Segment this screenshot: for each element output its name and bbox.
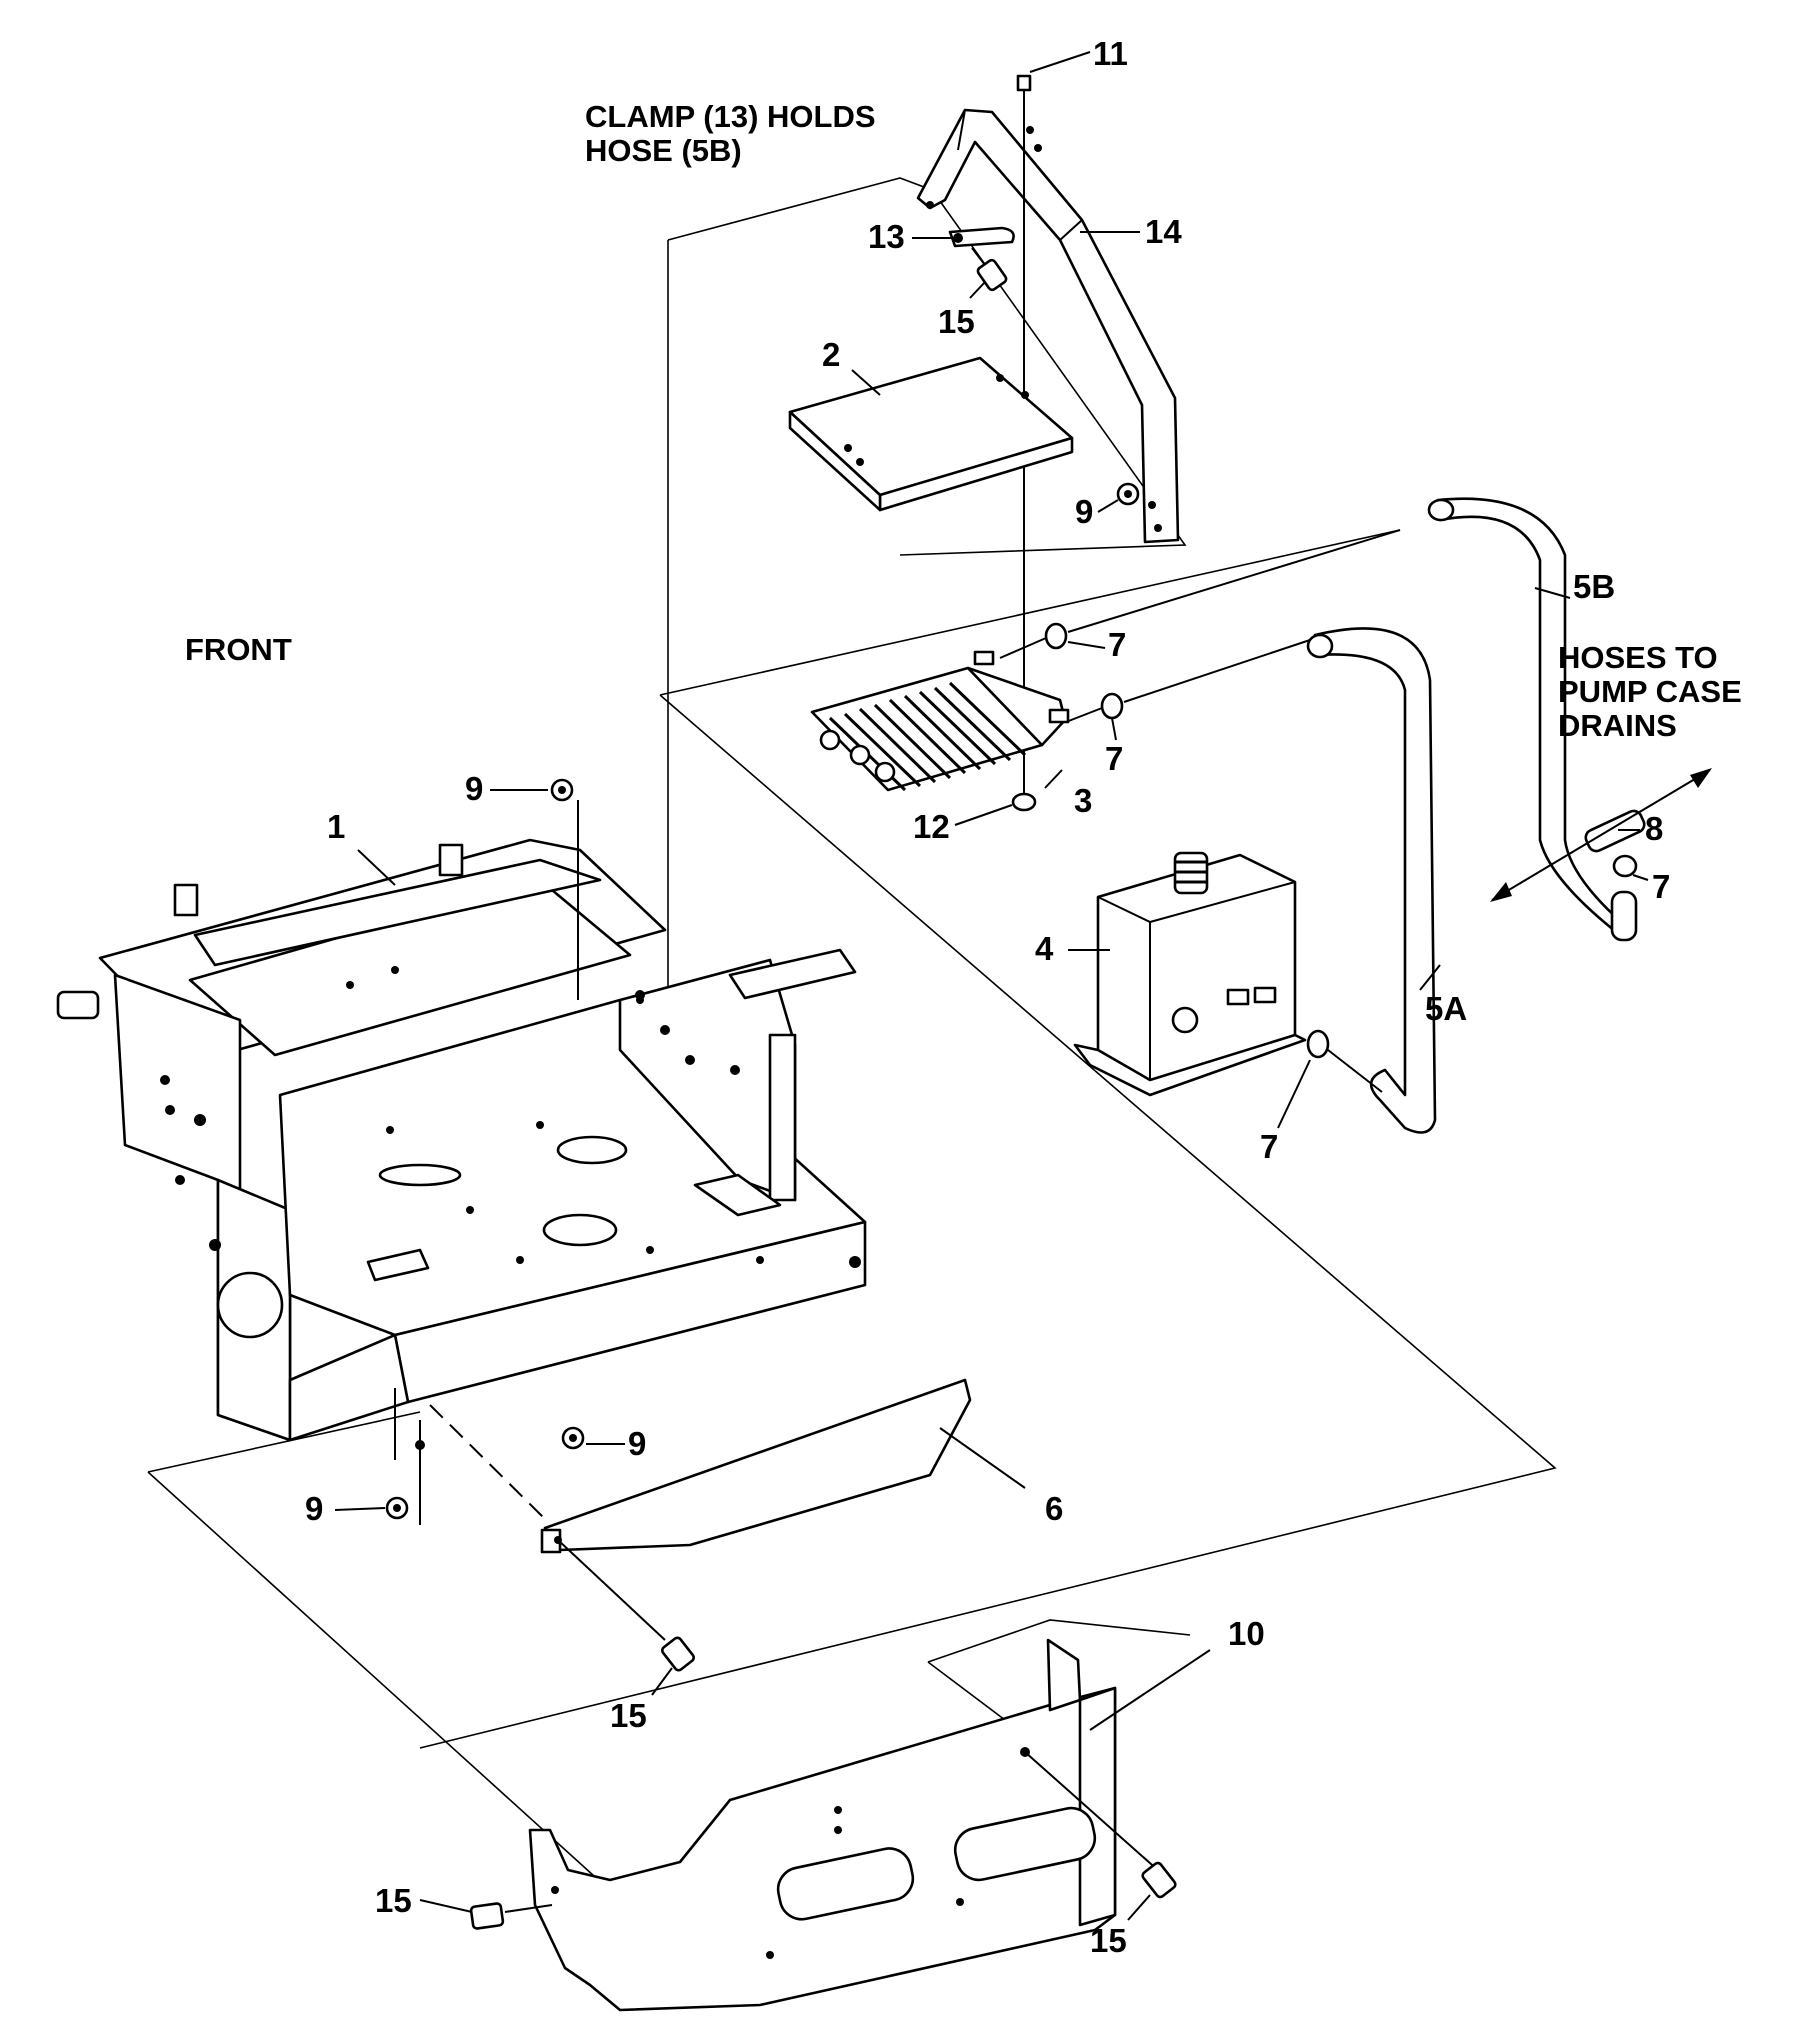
callout-6: 6: [1045, 1490, 1063, 1527]
callout-7-tank: 7: [1260, 1128, 1278, 1165]
support-bracket-14: [916, 108, 1180, 544]
callout-7-top: 7: [1108, 626, 1126, 663]
hydraulic-tank-4: [1073, 851, 1307, 1097]
callout-4: 4: [1035, 930, 1054, 967]
callout-9-bracket: 9: [1075, 493, 1093, 530]
callout-7-right: 7: [1652, 868, 1670, 905]
bolt-15-mid: [661, 1636, 695, 1672]
callout-12: 12: [913, 808, 950, 845]
callout-8: 8: [1645, 810, 1663, 847]
hoses-note-line-2: PUMP CASE: [1558, 674, 1742, 709]
callout-5a: 5A: [1425, 990, 1467, 1027]
lower-guard-10: [504, 1638, 1161, 2012]
hoses-note-line-3: DRAINS: [1558, 708, 1677, 743]
mounting-plate-2: [788, 356, 1074, 512]
callout-7-mid: 7: [1105, 740, 1123, 777]
callout-9-frame-top: 9: [465, 770, 483, 807]
shield-plate-6: [429, 1378, 972, 1641]
tee-fitting-8: [1490, 768, 1712, 902]
main-frame-1: [56, 838, 867, 1460]
hose-5b: [1427, 497, 1638, 942]
bolts-15-bottom: [469, 1861, 1177, 1930]
callout-15-right: 15: [1090, 1922, 1127, 1959]
nut-12: [1011, 792, 1037, 812]
callout-15-top: 15: [938, 303, 975, 340]
bolt-15-top: [971, 247, 1008, 292]
clamp-note-line-1: CLAMP (13) HOLDS: [585, 99, 876, 134]
callout-15-left: 15: [375, 1882, 412, 1919]
oil-cooler-3: [810, 650, 1070, 792]
callout-9-low: 9: [305, 1490, 323, 1527]
callout-14: 14: [1145, 213, 1182, 250]
callout-15-mid: 15: [610, 1697, 647, 1734]
callout-5b: 5B: [1573, 568, 1615, 605]
callout-9-mid: 9: [628, 1425, 646, 1462]
hose-clamp-13: [948, 226, 1015, 248]
hose-clamps-7: [999, 529, 1638, 1059]
callout-2: 2: [822, 336, 840, 373]
callout-10: 10: [1228, 1615, 1265, 1652]
callout-1: 1: [327, 808, 345, 845]
assembly-reference-planes: [147, 177, 1557, 1896]
callout-11: 11: [1093, 35, 1128, 72]
callout-leaders: [334, 51, 1649, 1921]
nut-9-bracket: [1116, 482, 1140, 506]
callout-13: 13: [868, 218, 905, 255]
clamp-note-line-2: HOSE (5B): [585, 133, 742, 168]
hoses-note-line-1: HOSES TO: [1558, 640, 1718, 675]
front-label: FRONT: [185, 632, 292, 667]
hose-5a: [1306, 627, 1437, 1134]
nuts-9-frame: [385, 778, 585, 1525]
callout-3: 3: [1074, 782, 1092, 819]
